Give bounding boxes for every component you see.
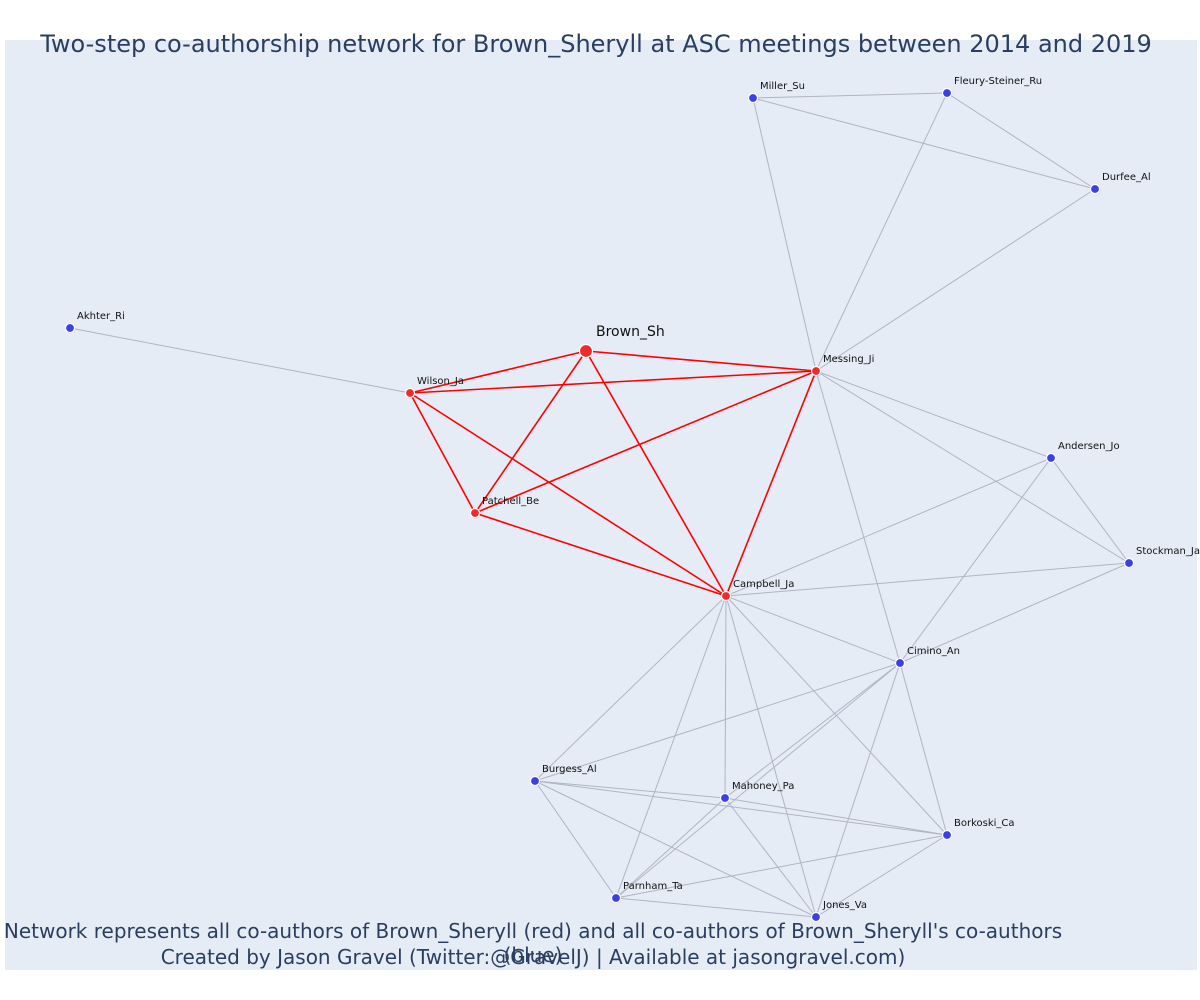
edge-Parnham_Ta-Jones_Va: [615, 897, 817, 918]
node-Campbell_Ja[interactable]: [720, 590, 732, 602]
edge-Cimino_An-Jones_Va: [815, 662, 901, 918]
node-Brown_Sh[interactable]: [578, 343, 594, 359]
node-label-Patchell_Be: Patchell_Be: [482, 496, 539, 507]
edge-Wilson_Ja-Messing_Ji: [409, 370, 817, 394]
edge-Brown_Sh-Wilson_Ja: [409, 350, 587, 394]
node-label-Andersen_Jo: Andersen_Jo: [1058, 441, 1120, 452]
edge-Stockman_Ja-Campbell_Ja: [725, 562, 1130, 597]
node-Burgess_Al[interactable]: [529, 775, 541, 787]
edge-Burgess_Al-Borkoski_Ca: [534, 780, 948, 836]
edge-Fleury-Steiner_Ru-Durfee_Al: [946, 92, 1096, 190]
edge-Brown_Sh-Campbell_Ja: [585, 350, 727, 597]
edge-Mahoney_Pa-Parnham_Ta: [615, 797, 726, 899]
node-label-Akhter_Ri: Akhter_Ri: [77, 311, 125, 322]
edge-Mahoney_Pa-Jones_Va: [724, 797, 817, 918]
edge-Andersen_Jo-Campbell_Ja: [725, 457, 1052, 597]
edge-Messing_Ji-Campbell_Ja: [725, 370, 817, 597]
edge-Burgess_Al-Parnham_Ta: [534, 780, 617, 899]
edge-Miller_Su-Messing_Ji: [752, 97, 817, 372]
node-Andersen_Jo[interactable]: [1045, 452, 1057, 464]
edge-Borkoski_Ca-Jones_Va: [815, 834, 948, 918]
node-label-Parnham_Ta: Parnham_Ta: [623, 881, 683, 892]
edge-Andersen_Jo-Cimino_An: [899, 457, 1052, 664]
node-Jones_Va[interactable]: [810, 911, 822, 923]
edge-Borkoski_Ca-Parnham_Ta: [615, 834, 948, 899]
node-label-Campbell_Ja: Campbell_Ja: [733, 579, 794, 590]
footer-credit: Created by Jason Gravel (Twitter:@Gravel…: [160, 945, 906, 969]
node-label-Stockman_Ja: Stockman_Ja: [1136, 546, 1200, 557]
node-label-Cimino_An: Cimino_An: [907, 646, 960, 657]
node-Patchell_Be[interactable]: [469, 507, 481, 519]
node-Fleury-Steiner_Ru[interactable]: [941, 87, 953, 99]
edge-Cimino_An-Borkoski_Ca: [899, 662, 948, 836]
edge-Campbell_Ja-Cimino_An: [725, 595, 901, 664]
footer-caption: Network represents all co-authors of Bro…: [3, 919, 1063, 967]
edge-Brown_Sh-Messing_Ji: [585, 350, 817, 372]
edge-Mahoney_Pa-Borkoski_Ca: [724, 797, 948, 836]
edge-Cimino_An-Burgess_Al: [534, 662, 901, 782]
node-label-Messing_Ji: Messing_Ji: [823, 354, 874, 365]
node-Messing_Ji[interactable]: [810, 365, 822, 377]
node-label-Wilson_Ja: Wilson_Ja: [417, 376, 464, 387]
node-Stockman_Ja[interactable]: [1123, 557, 1135, 569]
edge-Patchell_Be-Messing_Ji: [474, 370, 817, 514]
nodes-layer: [64, 87, 1135, 923]
edge-Campbell_Ja-Burgess_Al: [534, 595, 727, 782]
node-label-Miller_Su: Miller_Su: [760, 81, 805, 92]
edge-Burgess_Al-Mahoney_Pa: [534, 780, 726, 799]
node-Akhter_Ri[interactable]: [64, 322, 76, 334]
edge-Durfee_Al-Messing_Ji: [815, 188, 1096, 372]
edge-Patchell_Be-Campbell_Ja: [474, 512, 727, 597]
edge-Brown_Sh-Patchell_Be: [474, 350, 587, 514]
edge-Messing_Ji-Andersen_Jo: [815, 370, 1052, 459]
edge-Cimino_An-Parnham_Ta: [615, 662, 901, 899]
edge-Andersen_Jo-Stockman_Ja: [1050, 457, 1130, 564]
edge-Messing_Ji-Stockman_Ja: [815, 370, 1130, 564]
node-Miller_Su[interactable]: [747, 92, 759, 104]
edge-Akhter_Ri-Wilson_Ja: [69, 327, 411, 394]
node-label-Burgess_Al: Burgess_Al: [542, 764, 597, 775]
node-label-Durfee_Al: Durfee_Al: [1102, 172, 1151, 183]
node-Cimino_An[interactable]: [894, 657, 906, 669]
node-Durfee_Al[interactable]: [1089, 183, 1101, 195]
node-label-Borkoski_Ca: Borkoski_Ca: [954, 818, 1015, 829]
node-label-Mahoney_Pa: Mahoney_Pa: [732, 781, 794, 792]
edge-Campbell_Ja-Parnham_Ta: [615, 595, 727, 899]
edge-Stockman_Ja-Cimino_An: [899, 562, 1130, 664]
edge-Burgess_Al-Jones_Va: [534, 780, 817, 918]
node-Mahoney_Pa[interactable]: [719, 792, 731, 804]
node-Parnham_Ta[interactable]: [610, 892, 622, 904]
edge-Campbell_Ja-Jones_Va: [725, 595, 817, 918]
chart-title: Two-step co-authorship network for Brown…: [40, 30, 1152, 58]
edge-Fleury-Steiner_Ru-Messing_Ji: [815, 92, 948, 372]
node-Wilson_Ja[interactable]: [404, 387, 416, 399]
edge-Campbell_Ja-Mahoney_Pa: [724, 595, 727, 799]
node-label-Brown_Sh: Brown_Sh: [596, 324, 665, 340]
edge-Cimino_An-Mahoney_Pa: [724, 662, 901, 799]
edge-Messing_Ji-Cimino_An: [815, 370, 901, 664]
node-label-Fleury-Steiner_Ru: Fleury-Steiner_Ru: [954, 76, 1042, 87]
node-label-Jones_Va: Jones_Va: [822, 900, 867, 911]
edge-Wilson_Ja-Patchell_Be: [409, 392, 476, 514]
edge-Miller_Su-Durfee_Al: [752, 97, 1096, 190]
edge-Miller_Su-Fleury-Steiner_Ru: [752, 92, 948, 99]
edges-layer: [69, 92, 1130, 918]
edge-Wilson_Ja-Campbell_Ja: [409, 392, 727, 597]
plot-area: [5, 40, 1197, 970]
node-Borkoski_Ca[interactable]: [941, 829, 953, 841]
